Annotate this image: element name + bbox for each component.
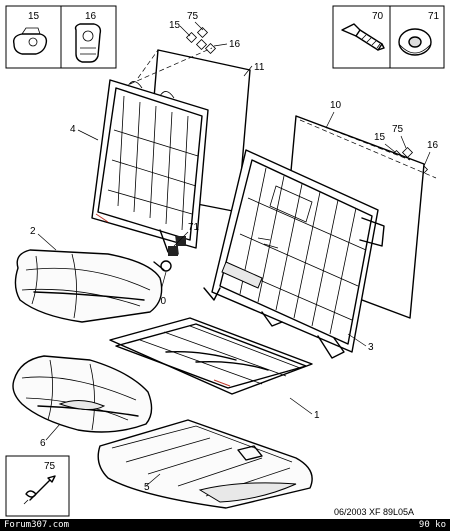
seat-cushion-6: 6 <box>12 355 153 449</box>
label-10: 10 <box>330 100 342 111</box>
drawing-reference: 06/2003 XF 89L05A <box>334 507 414 517</box>
label-15-centre: 15 <box>169 20 181 31</box>
right-backrest-frame-3: 3 <box>203 149 385 359</box>
inset-part-75: 75 <box>5 455 70 517</box>
footer-file-size: 90 ko <box>418 520 446 530</box>
label-11: 11 <box>254 62 265 73</box>
label-1: 1 <box>314 410 320 421</box>
footer-bar <box>0 519 450 531</box>
label-2: 2 <box>30 226 36 237</box>
seat-frame-1: 1 <box>109 317 320 421</box>
seat-base-5: 5 <box>97 419 313 509</box>
label-71: 71 <box>188 222 200 233</box>
label-75-right: 75 <box>392 124 404 135</box>
left-hinge-fixings: 71 70 <box>153 222 200 307</box>
label-75-centre: 75 <box>187 11 199 22</box>
label-5: 5 <box>144 482 150 493</box>
label-16-inset: 16 <box>85 11 97 22</box>
label-6: 6 <box>40 438 46 449</box>
label-4: 4 <box>70 124 76 135</box>
label-71-inset: 71 <box>428 11 440 22</box>
clip-16-icon <box>74 23 102 63</box>
label-3: 3 <box>368 342 374 353</box>
label-75-inset: 75 <box>44 461 56 472</box>
clip-markers-centre: 75 15 16 <box>169 11 241 55</box>
left-backrest-frame-4: 4 <box>70 79 209 256</box>
inset-parts-15-16: 15 16 <box>5 5 117 69</box>
label-16-centre: 16 <box>229 39 241 50</box>
washer-71-icon <box>398 28 432 56</box>
label-70: 70 <box>155 296 167 307</box>
label-15-right: 15 <box>374 132 386 143</box>
footer-site-link[interactable]: Forum307.com <box>4 520 70 530</box>
rivet-75-icon <box>23 475 56 505</box>
label-70-inset: 70 <box>372 11 384 22</box>
inset-parts-70-71: 70 71 <box>332 5 445 69</box>
bolt-70-icon <box>341 23 385 51</box>
left-back-cushion-2: 2 <box>14 226 163 323</box>
label-15-inset: 15 <box>28 11 40 22</box>
label-16-right: 16 <box>427 140 439 151</box>
clip-15-icon <box>12 27 48 55</box>
